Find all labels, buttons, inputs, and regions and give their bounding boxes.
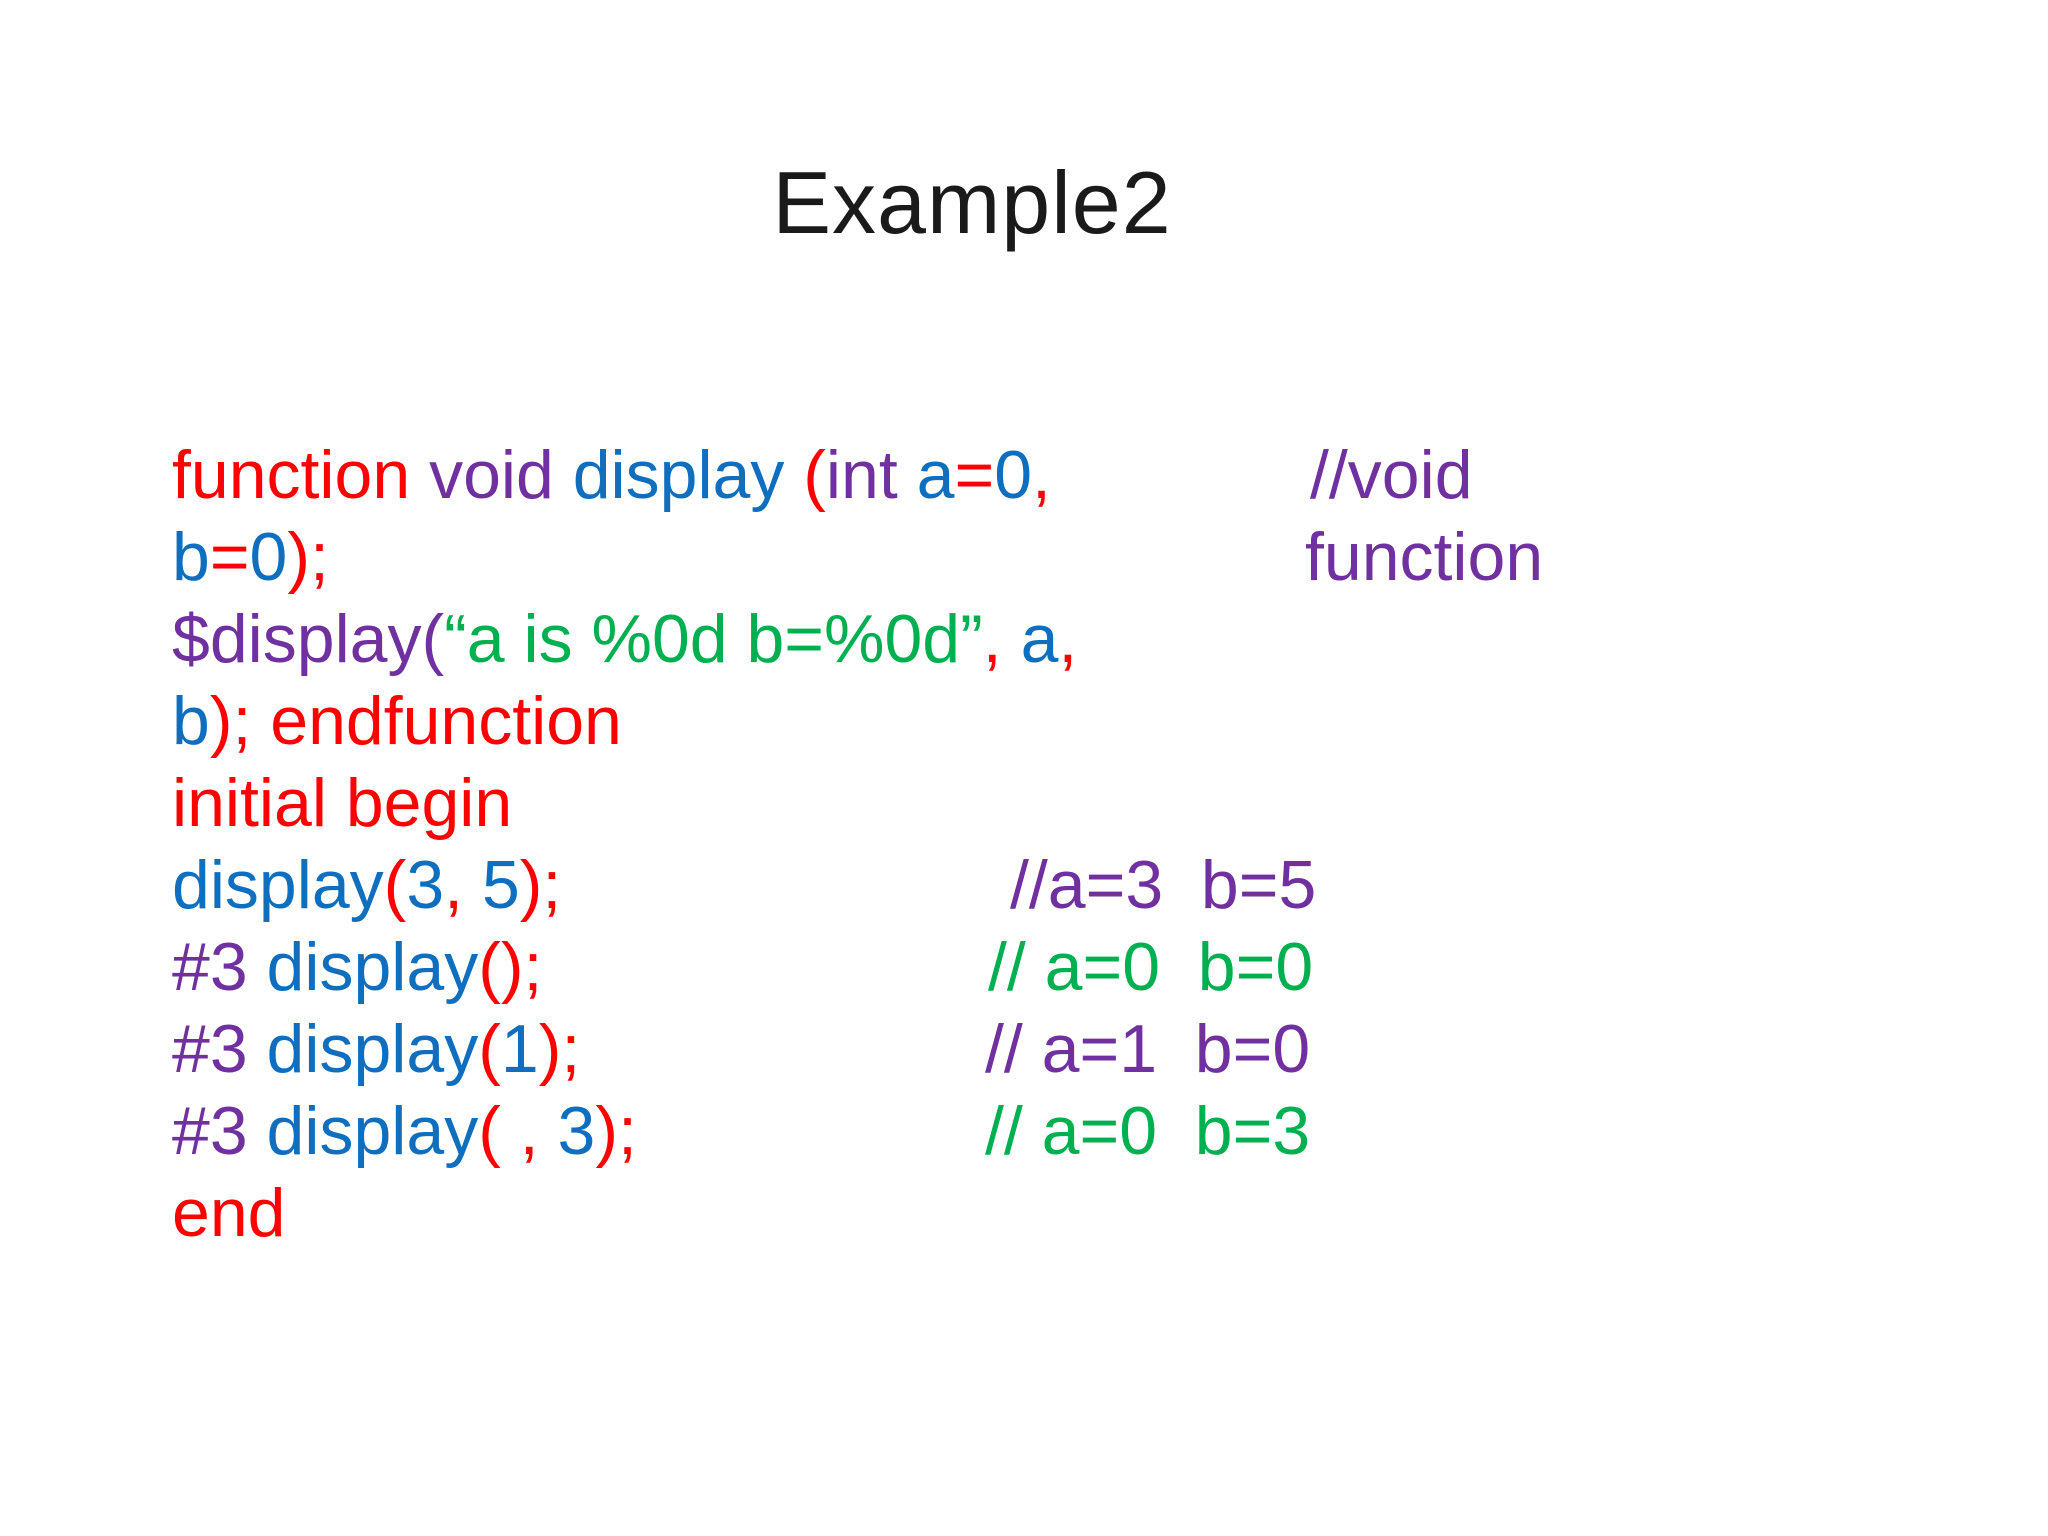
code-token: (: [383, 847, 407, 923]
code-token: ( ,: [478, 1093, 558, 1169]
code-token: // a=0 b=0: [988, 929, 1314, 1005]
code-token: display: [266, 1011, 479, 1087]
code-token: ,: [444, 847, 482, 923]
code-token: “a is %0d b=%0d”: [444, 601, 983, 677]
code-token: function: [1305, 519, 1544, 595]
code-comment: // a=0 b=3: [985, 1090, 1310, 1172]
code-token: ,: [1058, 601, 1078, 677]
code-comment: // a=1 b=0: [985, 1008, 1310, 1090]
code-line: $display(“a is %0d b=%0d”, a,: [172, 598, 2048, 680]
code-line: #3 display(); // a=0 b=0: [172, 926, 2048, 1008]
code-token: function: [172, 437, 430, 513]
code-line: b); endfunction: [172, 680, 2048, 762]
code-token: 3: [557, 1093, 596, 1169]
code-token: //void: [1310, 437, 1473, 513]
code-token: display: [572, 437, 804, 513]
code-token: 3: [406, 847, 445, 923]
code-line: function void display (int a=0, //void: [172, 434, 2048, 516]
code-token: ();: [478, 929, 543, 1005]
code-token: initial begin: [172, 765, 513, 841]
code-token: );: [595, 1093, 637, 1169]
code-comment: //a=3 b=5: [1010, 844, 1316, 926]
code-token: a: [916, 437, 955, 513]
code-token: // a=0 b=3: [985, 1093, 1311, 1169]
code-token: display: [266, 1093, 479, 1169]
code-token: (: [803, 437, 826, 513]
code-token: );: [287, 519, 329, 595]
code-token: );: [538, 1011, 581, 1087]
code-token: );: [519, 847, 562, 923]
code-token: display: [172, 847, 384, 923]
slide-title: Example2: [772, 153, 1172, 252]
code-token: #3: [172, 929, 267, 1005]
code-line: #3 display( , 3); // a=0 b=3: [172, 1090, 2048, 1172]
code-line: b=0); function: [172, 516, 2048, 598]
code-token: int: [825, 437, 917, 513]
code-line: end: [172, 1172, 2048, 1254]
code-token: 1: [500, 1011, 539, 1087]
code-line: display(3, 5); //a=3 b=5: [172, 844, 2048, 926]
code-token: void: [429, 437, 573, 513]
code-token: ,: [1032, 437, 1051, 513]
code-token: #3: [172, 1011, 267, 1087]
code-line: #3 display(1); // a=1 b=0: [172, 1008, 2048, 1090]
code-token: #3: [172, 1093, 267, 1169]
code-token: ,: [982, 601, 1021, 677]
code-token: =: [209, 519, 250, 595]
code-comment: //void: [1310, 434, 1473, 516]
code-token: end: [172, 1175, 286, 1251]
code-comment: function: [1305, 516, 1543, 598]
code-token: 0: [994, 437, 1033, 513]
code-token: =: [954, 437, 995, 513]
code-token: a: [1020, 601, 1059, 677]
code-token: b: [172, 519, 210, 595]
code-token: //a=3 b=5: [1010, 847, 1317, 923]
code-token: (: [478, 1011, 501, 1087]
code-token: 0: [249, 519, 288, 595]
code-token: // a=1 b=0: [985, 1011, 1311, 1087]
code-token: 5: [481, 847, 520, 923]
code-token: $display(: [172, 601, 445, 677]
code-token: ); endfunction: [209, 683, 622, 759]
code-comment: // a=0 b=0: [988, 926, 1313, 1008]
code-line: initial begin: [172, 762, 2048, 844]
code-token: b: [172, 683, 210, 759]
code-token: display: [266, 929, 479, 1005]
